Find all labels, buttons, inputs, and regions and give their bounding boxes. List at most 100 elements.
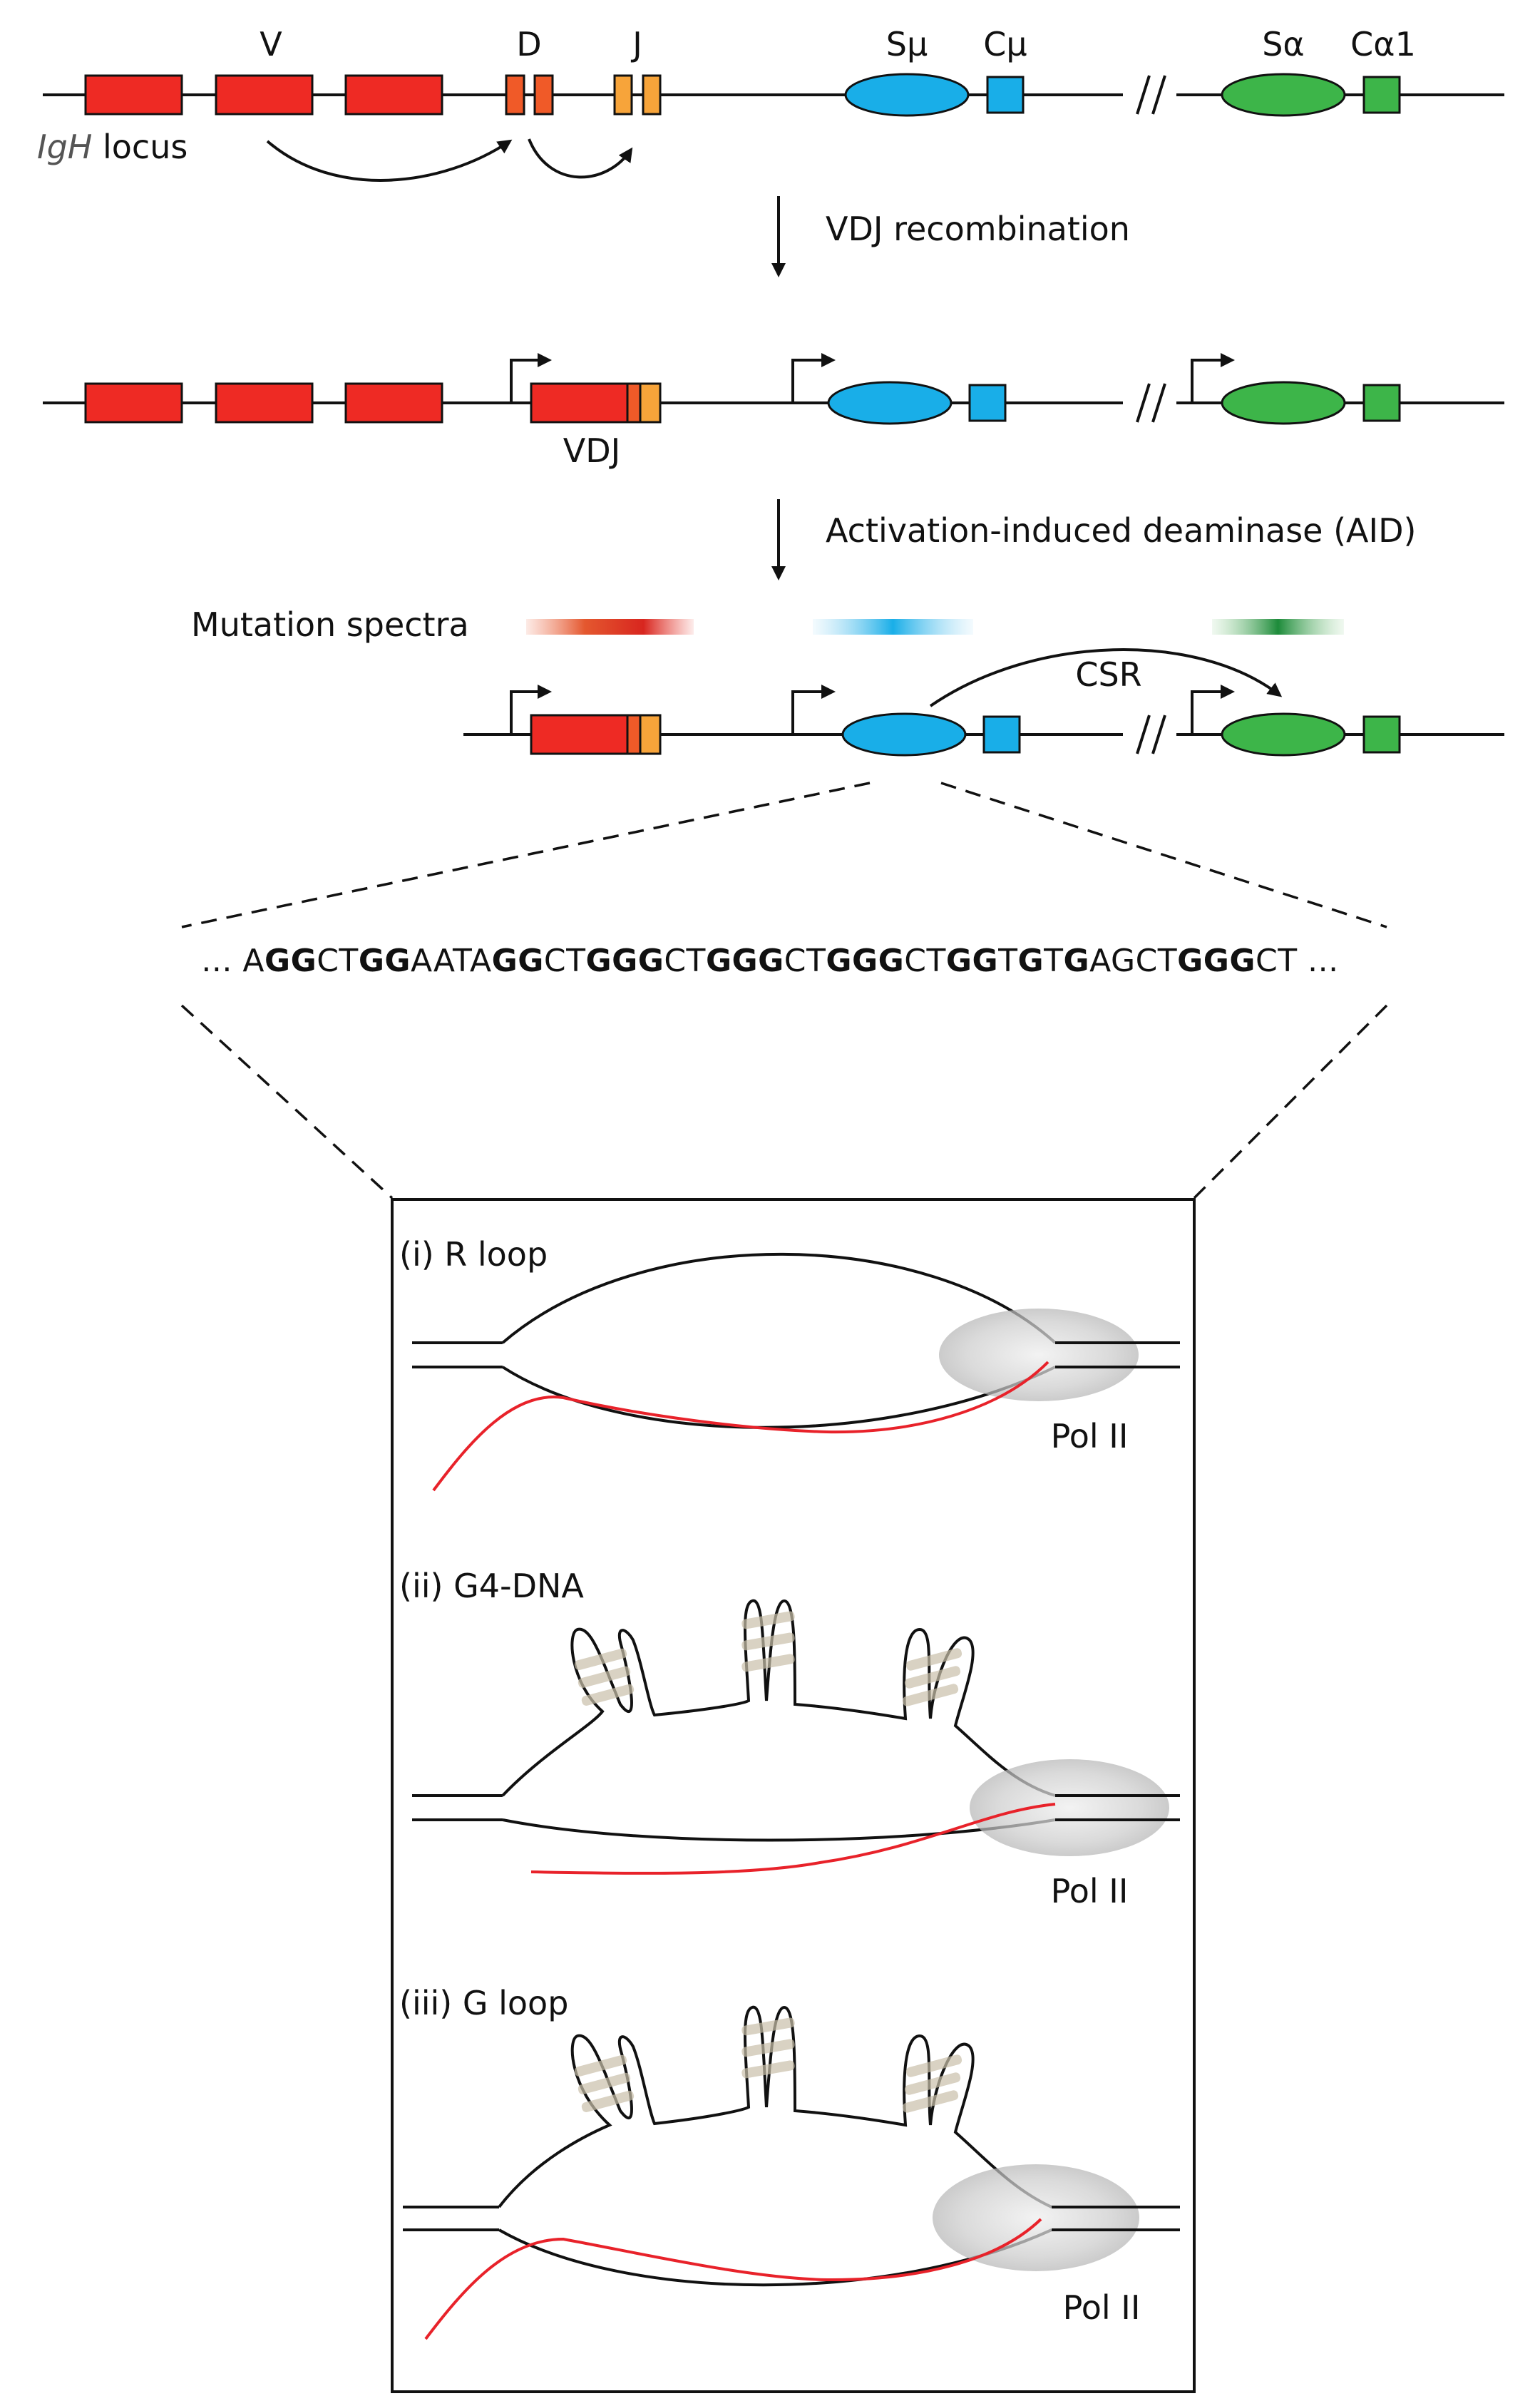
v-segment-1-row2 (84, 382, 183, 424)
label-j: J (630, 25, 642, 63)
label-g-loop: (iii) G loop (399, 1984, 568, 2022)
sequence-segment: T (1043, 943, 1063, 979)
c-alpha1-exon-row2 (1362, 384, 1401, 422)
label-s-alpha: Sα (1262, 25, 1305, 63)
s-mu-region-row3 (841, 712, 967, 757)
sequence-segment: GG (265, 943, 317, 979)
label-igh-locus: IgH locus (37, 128, 188, 166)
switch-sequence: ... AGGCTGGAATAGGCTGGGCTGGGCTGGGCTGGTGTG… (201, 943, 1338, 979)
g4-quadruplex-stacks (574, 1611, 962, 1706)
sequence-segment: AATA (411, 943, 492, 979)
label-locus: locus (92, 128, 188, 166)
break-mark-row3 (1134, 711, 1168, 758)
sequence-segment: G (1018, 943, 1044, 979)
sequence-segment: CT (544, 943, 586, 979)
label-c-alpha1: Cα1 (1350, 25, 1416, 63)
sequence-segment: CT (784, 943, 826, 979)
v-segment-1 (84, 74, 183, 116)
step1-label: VDJ recombination (826, 210, 1130, 248)
d-segment-2 (533, 74, 554, 116)
c-mu-exon-row3 (982, 715, 1021, 754)
panel-g4-dna: (ii) G4-DNA Pol II (399, 1567, 1180, 1910)
label-vdj: VDJ (563, 431, 620, 470)
label-d: D (516, 25, 541, 63)
zoom-lines-box (180, 1004, 1388, 1199)
r-loop-rna (432, 1361, 1049, 1492)
j-segment-1 (613, 74, 633, 116)
sequence-segment: ... A (201, 943, 265, 979)
promoter-arrow-s-alpha-row2 (1191, 353, 1235, 403)
s-alpha-region-row3 (1221, 712, 1346, 757)
sequence-segment: GGG (706, 943, 784, 979)
break-mark-row2 (1134, 379, 1168, 426)
panel-g-loop: (iii) G loop Pol II (399, 1984, 1180, 2340)
label-pol-ii-r-loop: Pol II (1051, 1417, 1129, 1455)
spectrum-vdj (526, 619, 694, 635)
c-mu-exon (986, 76, 1025, 114)
zoom-line-left-top (181, 782, 871, 928)
s-alpha-region (1221, 73, 1346, 117)
row-germline-locus: V D J Sμ Cμ Sα Cα1 IgH locus (37, 25, 1504, 182)
csr-arrow (929, 648, 1283, 707)
sequence-segment: T (997, 943, 1017, 979)
label-r-loop: (i) R loop (399, 1235, 548, 1274)
c-mu-exon-row2 (968, 384, 1007, 422)
sequence-segment: CT (664, 943, 706, 979)
label-mutation-spectra: Mutation spectra (191, 605, 469, 644)
label-g4-dna: (ii) G4-DNA (399, 1567, 584, 1605)
zoom-lines-sequence (181, 782, 1387, 928)
arrow-v-to-d (266, 139, 513, 182)
promoter-arrow-vdj-row2 (510, 353, 552, 403)
g4-rna (530, 1803, 1056, 1875)
g-loop-rna (424, 2218, 1042, 2340)
v-segment-2 (215, 74, 314, 116)
v-segment-3-row2 (344, 382, 443, 424)
s-alpha-region-row2 (1221, 381, 1346, 425)
c-alpha1-exon (1362, 76, 1401, 114)
pol-ii-r-loop (939, 1309, 1139, 1401)
zoom-line-right-bottom (1193, 1004, 1388, 1199)
spectrum-s-mu (813, 619, 973, 635)
pol-ii-g-loop (933, 2164, 1139, 2271)
promoter-arrow-s-mu-row3 (791, 685, 836, 734)
zoom-line-right-top (940, 782, 1387, 928)
structures-box (391, 1198, 1196, 2393)
step-aid: Activation-induced deaminase (AID) (771, 499, 1416, 580)
s-mu-region (844, 73, 970, 117)
label-s-mu: Sμ (886, 25, 928, 63)
g4-bottom-strand (502, 1818, 1056, 1842)
s-mu-region-row2 (827, 381, 953, 425)
sequence-segment: CT (317, 943, 359, 979)
sequence-segment: GG (946, 943, 998, 979)
promoter-arrow-s-alpha-row3 (1191, 685, 1235, 734)
label-pol-ii-g4: Pol II (1051, 1872, 1129, 1910)
sequence-segment: AGCT (1089, 943, 1177, 979)
promoter-arrow-s-mu-row2 (791, 353, 836, 403)
sequence-segment: GGG (826, 943, 904, 979)
panel-r-loop: (i) R loop Pol II (399, 1235, 1180, 1492)
g-loop-quadruplex-stacks (574, 2017, 962, 2113)
zoom-line-left-bottom (180, 1004, 394, 1199)
mutation-spectra: Mutation spectra (191, 605, 1344, 644)
sequence-segment: CT (904, 943, 946, 979)
label-csr: CSR (1075, 655, 1141, 694)
sequence-segment: GG (359, 943, 411, 979)
label-igh-italic: IgH (37, 128, 92, 166)
v-segment-2-row2 (215, 382, 314, 424)
row-rearranged-locus: VDJ (43, 353, 1504, 470)
vdj-exon (530, 382, 662, 424)
sequence-segment: CT ... (1256, 943, 1339, 979)
label-pol-ii-g-loop: Pol II (1063, 2288, 1141, 2327)
j-segment-2 (642, 74, 662, 116)
label-v: V (260, 25, 282, 63)
pol-ii-g4 (970, 1759, 1169, 1856)
arrow-d-to-j (528, 138, 633, 179)
break-mark-row1 (1134, 71, 1168, 118)
sequence-segment: GGG (1177, 943, 1256, 979)
row-aid-locus: CSR (463, 648, 1504, 758)
vdj-exon-row3 (530, 714, 662, 755)
sequence-segment: G (1064, 943, 1090, 979)
promoter-arrow-vdj-row3 (510, 685, 552, 734)
v-segment-3 (344, 74, 443, 116)
